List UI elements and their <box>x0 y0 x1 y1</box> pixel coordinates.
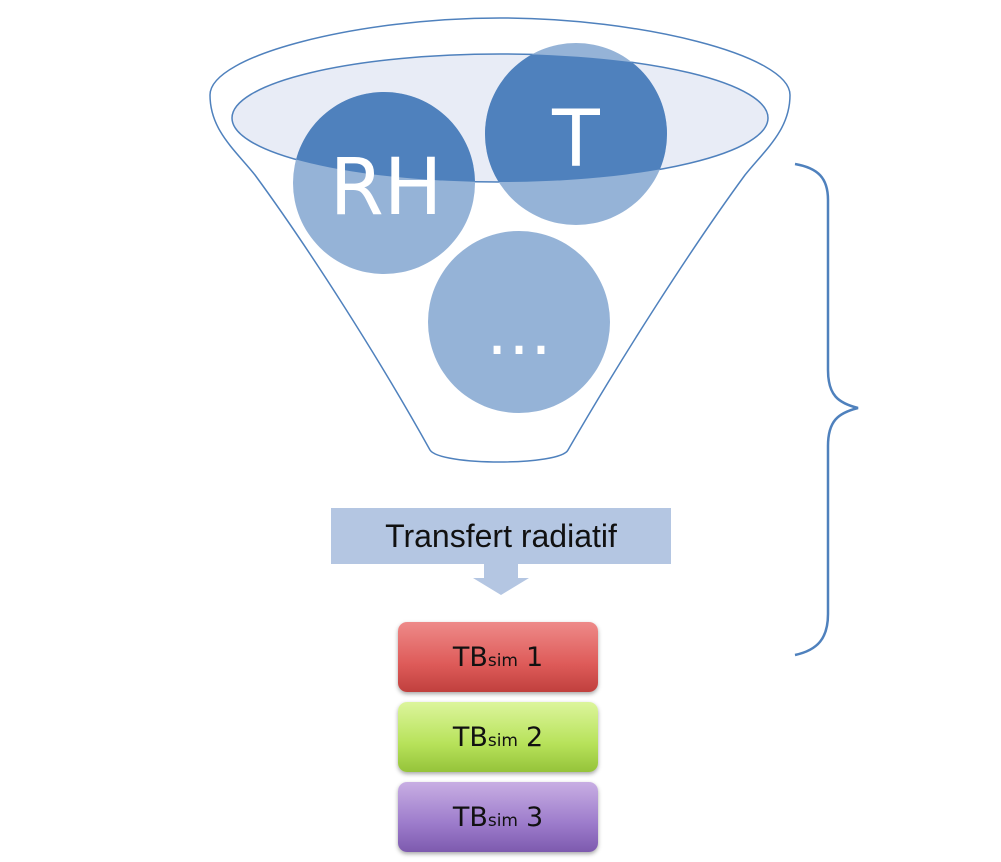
output-subscript: sim <box>487 731 518 751</box>
output-prefix: TB <box>452 641 488 673</box>
output-subscript: sim <box>487 651 518 671</box>
process-arrow <box>331 508 671 595</box>
output-subscript: sim <box>487 811 518 831</box>
output-number: 2 <box>525 721 544 753</box>
output-number: 3 <box>525 801 544 833</box>
output-prefix: TB <box>452 721 488 753</box>
circle-t: T <box>485 43 667 225</box>
process-label: Transfert radiatif <box>385 517 617 554</box>
circle-rh-label: RH <box>330 143 443 233</box>
output-prefix: TB <box>452 801 488 833</box>
output-number: 1 <box>525 641 544 673</box>
circle-more-label: … <box>486 293 552 370</box>
circle-more: … <box>428 231 610 413</box>
curly-brace <box>794 162 859 657</box>
circle-t-label: T <box>551 95 600 185</box>
circle-rh: RH <box>293 92 475 274</box>
